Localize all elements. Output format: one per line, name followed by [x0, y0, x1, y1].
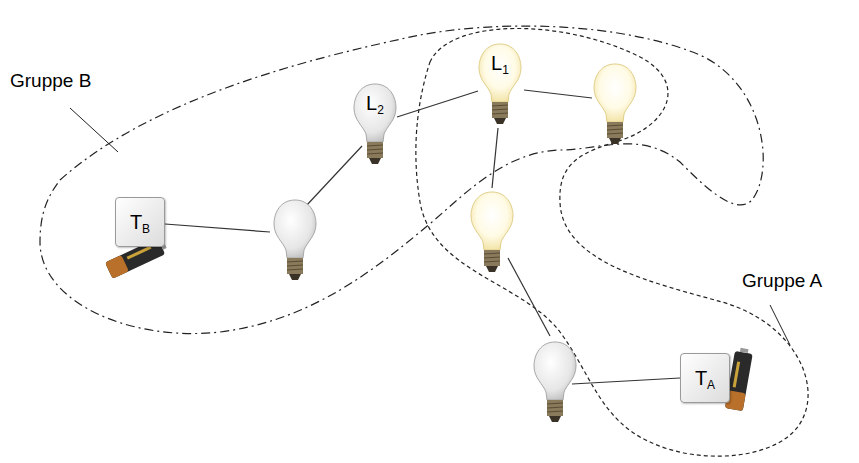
- leader-line: [70, 108, 118, 152]
- node-label: L2: [353, 92, 397, 121]
- group-label: Gruppe A: [742, 270, 822, 292]
- switch-box: TA: [680, 353, 730, 403]
- wires: [165, 90, 680, 384]
- light-bulb: L2: [353, 82, 397, 166]
- light-bulb: [594, 64, 636, 144]
- light-bulb: L1: [478, 42, 522, 126]
- group-b-outline: [40, 26, 763, 333]
- switch-box: TB: [115, 197, 165, 247]
- light-bulb: [534, 342, 576, 422]
- light-bulb: [274, 200, 316, 280]
- group-label: Gruppe B: [10, 70, 91, 92]
- leader-line: [770, 305, 790, 345]
- light-bulb: [471, 192, 513, 272]
- wire-connector: [397, 91, 478, 117]
- node-label: L1: [478, 52, 522, 81]
- node-label: TA: [681, 367, 729, 396]
- group-a-outline: [416, 28, 808, 456]
- node-label: TB: [116, 211, 164, 240]
